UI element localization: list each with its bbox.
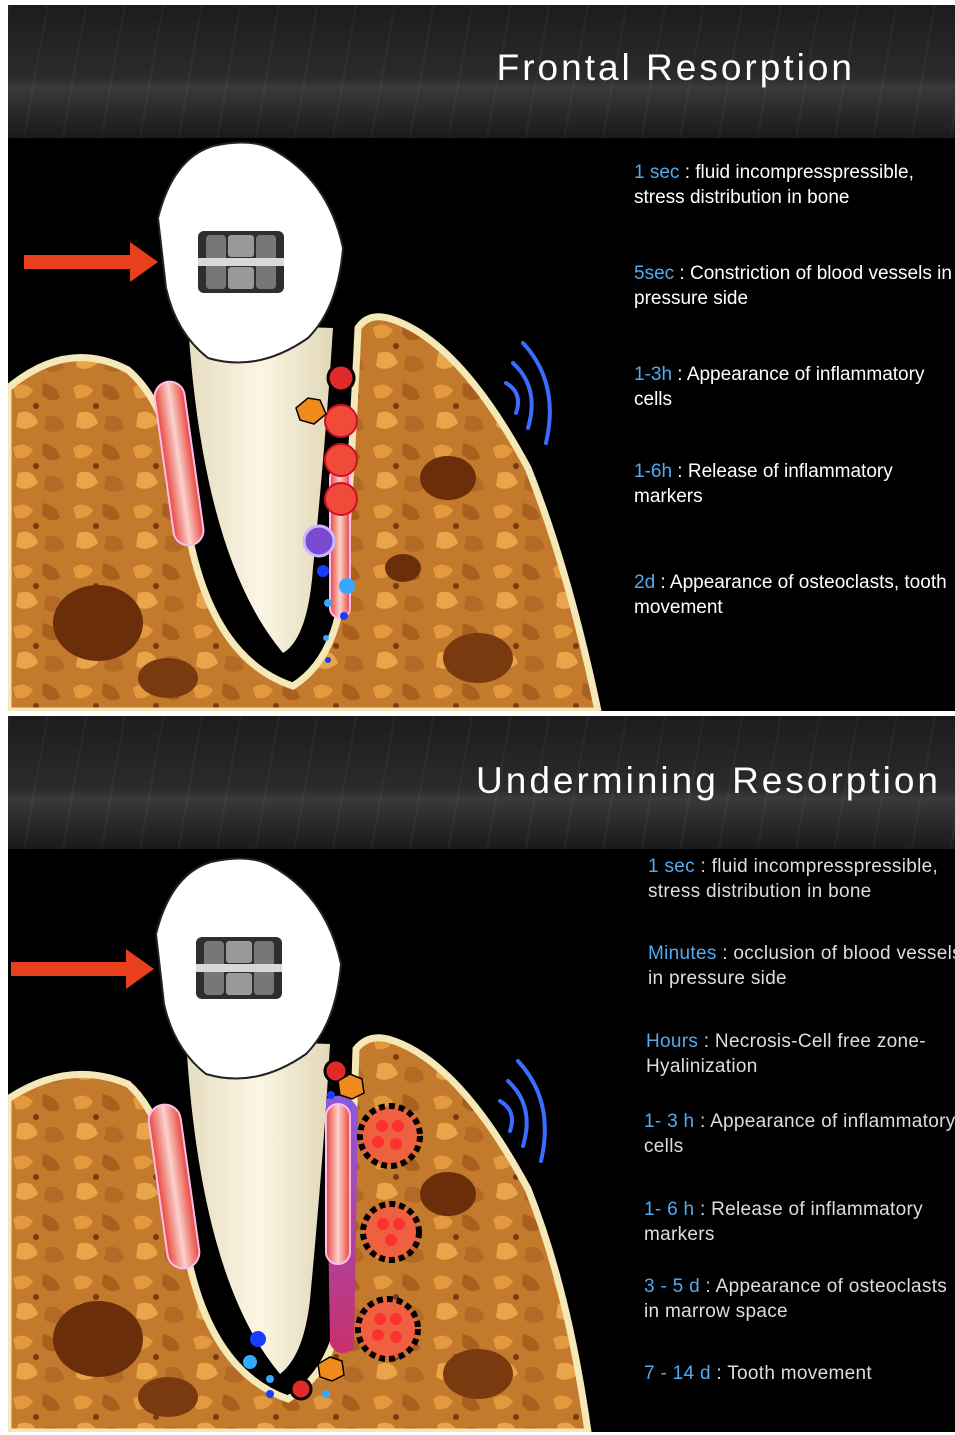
inflammatory-cell bbox=[325, 483, 357, 515]
timeline-note: 1 sec : fluid incompresspressible, stres… bbox=[648, 854, 953, 904]
timeline-note: 3 - 5 d : Appearance of osteoclasts in m… bbox=[644, 1274, 955, 1324]
monocyte bbox=[304, 526, 334, 556]
marker-dot bbox=[250, 1331, 266, 1347]
force-arrow-icon bbox=[11, 949, 154, 989]
frontal-resorption-diagram bbox=[8, 138, 955, 711]
marker-dot bbox=[317, 565, 329, 577]
timeline-note: Minutes : occlusion of blood vessels in … bbox=[648, 941, 955, 991]
marker-dot bbox=[266, 1390, 274, 1398]
force-arrow-icon bbox=[24, 242, 158, 282]
inflammatory-cell bbox=[325, 405, 357, 437]
osteoclast bbox=[360, 1106, 420, 1166]
timeline-note: 7 - 14 d : Tooth movement bbox=[644, 1361, 955, 1386]
marrow-space bbox=[420, 456, 476, 500]
inflammatory-cell bbox=[328, 365, 354, 391]
timeline-note: 1- 6 h : Release of inflammatory markers bbox=[644, 1197, 955, 1247]
marrow-space bbox=[385, 554, 421, 582]
inflammatory-cell bbox=[291, 1379, 311, 1399]
frontal-resorption-panel: Frontal Resorption bbox=[8, 5, 955, 711]
marrow-space bbox=[53, 1301, 143, 1377]
marrow-space bbox=[138, 658, 198, 698]
marker-dot bbox=[325, 657, 331, 663]
timeline-note: 2d : Appearance of osteoclasts, tooth mo… bbox=[634, 570, 954, 620]
timeline-note: 1- 3 h : Appearance of inflammatory cell… bbox=[644, 1109, 955, 1159]
marker-dot bbox=[323, 635, 329, 641]
marker-dot bbox=[243, 1355, 257, 1369]
undermining-resorption-panel: Undermining Resorption bbox=[8, 716, 955, 1432]
inflammatory-cell bbox=[325, 444, 357, 476]
blood-vessel bbox=[326, 1104, 350, 1264]
timeline-note: 1 sec : fluid incompresspressible, stres… bbox=[634, 160, 954, 210]
panel-title: Frontal Resorption bbox=[497, 47, 855, 89]
pressure-wave-icon bbox=[506, 343, 550, 443]
panel-header: Undermining Resorption bbox=[8, 716, 955, 849]
bracket-icon bbox=[196, 937, 282, 999]
marrow-space bbox=[420, 1172, 476, 1216]
marrow-space bbox=[138, 1377, 198, 1417]
marker-dot bbox=[340, 612, 348, 620]
panel-title: Undermining Resorption bbox=[476, 760, 941, 802]
panel-header: Frontal Resorption bbox=[8, 5, 955, 138]
marrow-space bbox=[53, 585, 143, 661]
marrow-space bbox=[443, 633, 513, 683]
bracket-icon bbox=[198, 231, 284, 293]
osteoclast bbox=[363, 1204, 419, 1260]
osteoclast bbox=[358, 1299, 418, 1359]
marker-dot bbox=[322, 1390, 330, 1398]
marker-dot bbox=[324, 599, 332, 607]
marker-dot bbox=[339, 578, 355, 594]
timeline-note: 1-3h : Appearance of inflammatory cells bbox=[634, 362, 954, 412]
marker-dot bbox=[327, 1091, 335, 1099]
timeline-note: Hours : Necrosis-Cell free zone-Hyaliniz… bbox=[646, 1029, 955, 1079]
marrow-space bbox=[443, 1349, 513, 1399]
marker-dot bbox=[266, 1375, 274, 1383]
timeline-note: 5sec : Constriction of blood vessels in … bbox=[634, 261, 954, 311]
timeline-note: 1-6h : Release of inflammatory markers bbox=[634, 459, 954, 509]
